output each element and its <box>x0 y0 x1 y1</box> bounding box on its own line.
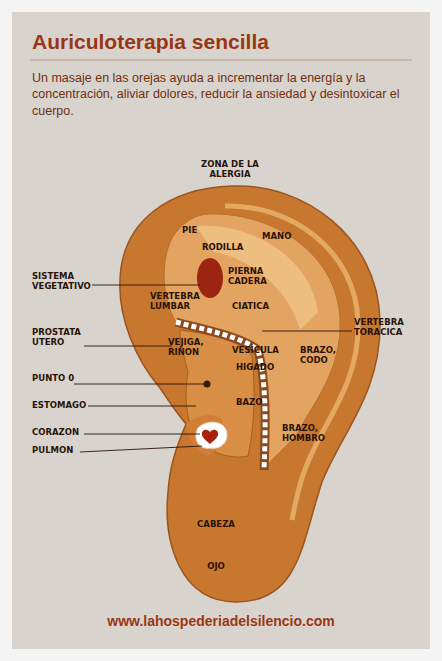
side-label: PROSTATA UTERO <box>32 328 92 347</box>
zone-label: VERTEBRA LUMBAR <box>150 292 208 311</box>
zone-label: CABEZA <box>186 520 246 530</box>
website-url: www.lahospederiadelsilencio.com <box>20 614 422 630</box>
side-label: VERTEBRA TORACICA <box>354 318 416 337</box>
subtitle-text: Un masaje en las orejas ayuda a incremen… <box>32 70 414 119</box>
antihelix-region <box>164 214 340 470</box>
leader-line <box>262 331 352 332</box>
zone-label: BRAZO, CODO <box>300 346 344 365</box>
ear-outline <box>120 186 380 602</box>
leader-line <box>88 406 196 407</box>
leader-line <box>84 434 200 435</box>
zone-label: HIGADO <box>236 363 286 373</box>
zone-label: RODILLA <box>202 243 252 253</box>
lung-area <box>196 422 227 448</box>
zone-label: CIATICA <box>232 302 282 312</box>
tragus <box>186 415 223 456</box>
heart-area <box>202 430 218 444</box>
zone-label: BRAZO, HOMBRO <box>282 424 338 443</box>
side-label: PULMON <box>32 446 92 456</box>
scapha-band <box>196 226 318 330</box>
leader-line <box>84 346 172 347</box>
leader-line <box>92 285 200 286</box>
zone-label: PIERNA CADERA <box>228 267 276 286</box>
side-label: CORAZON <box>32 428 92 438</box>
side-label: SISTEMA VEGETATIVO <box>32 272 94 291</box>
zone-label: BAZO <box>236 398 276 408</box>
zone-label: VEJIGA, RIÑON <box>168 338 210 357</box>
title-rule <box>30 60 412 61</box>
side-label: PUNTO 0 <box>32 374 82 384</box>
zone-label: PIE <box>182 226 222 236</box>
zone-label: OJO <box>186 562 246 572</box>
punto-cero-dot <box>204 381 211 388</box>
red-zone <box>197 258 223 298</box>
title: Auriculoterapia sencilla <box>32 30 412 54</box>
zone-label: ZONA DE LA ALERGIA <box>192 160 268 179</box>
zone-label: VESICULA <box>232 346 282 356</box>
leader-line <box>80 446 202 452</box>
side-label: ESTOMAGO <box>32 401 92 411</box>
leader-line <box>74 384 204 385</box>
zone-label: MANO <box>262 232 302 242</box>
